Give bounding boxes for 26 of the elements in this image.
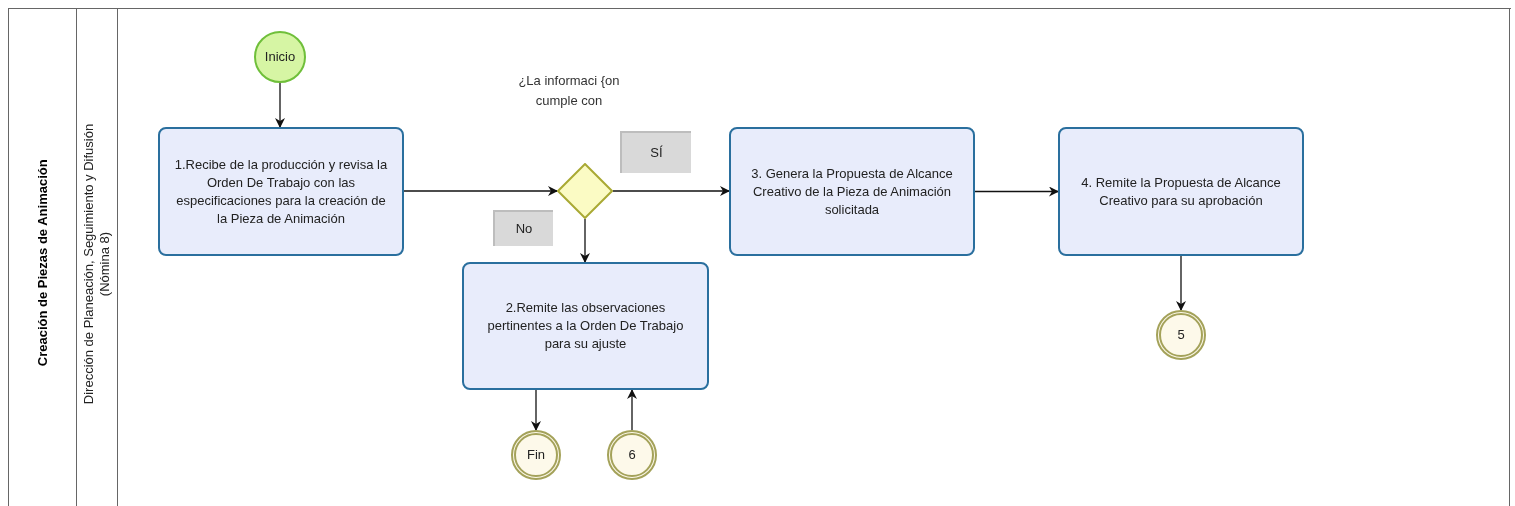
lane-title: Dirección de Planeación, Seguimiento y Difusión (Nómina 8) <box>81 122 113 407</box>
arrow <box>531 389 541 431</box>
node-label: 3. Genera la Propuesta de Alcance Creativo de la Pieza de Animación solicitada <box>750 164 954 219</box>
edge-label: SÍ <box>620 131 691 173</box>
node-label: 4. Remite la Propuesta de Alcance Creativo para su aprobación <box>1080 173 1282 210</box>
question-label: ¿La informaci {on cumple con <box>517 72 621 110</box>
arrow <box>275 82 285 128</box>
arrow <box>612 186 730 196</box>
arrow <box>580 218 590 263</box>
task-box <box>462 262 709 390</box>
node-label: Fin <box>526 446 546 465</box>
arrow <box>974 186 1059 197</box>
arrow <box>627 389 637 431</box>
task-box <box>158 127 404 256</box>
node-label: 6 <box>628 446 636 465</box>
node-label: 5 <box>1177 326 1185 345</box>
task-box <box>729 127 975 256</box>
task-box <box>1058 127 1304 256</box>
node-label: Inicio <box>264 48 296 67</box>
node-label: 2.Remite las observaciones pertinentes a la Orden De Trabajo para su ajuste <box>486 299 685 353</box>
arrow <box>1176 255 1186 311</box>
pool-title: Creación de Piezas de Animación <box>33 159 51 367</box>
decision-diamond <box>557 163 613 219</box>
node-label: 1.Recibe de la producción y revisa la Orden De Trabajo con las especificaciones para la creación de la Pieza de Animación <box>173 155 389 228</box>
edge-label: No <box>493 210 553 246</box>
arrow <box>403 186 558 196</box>
